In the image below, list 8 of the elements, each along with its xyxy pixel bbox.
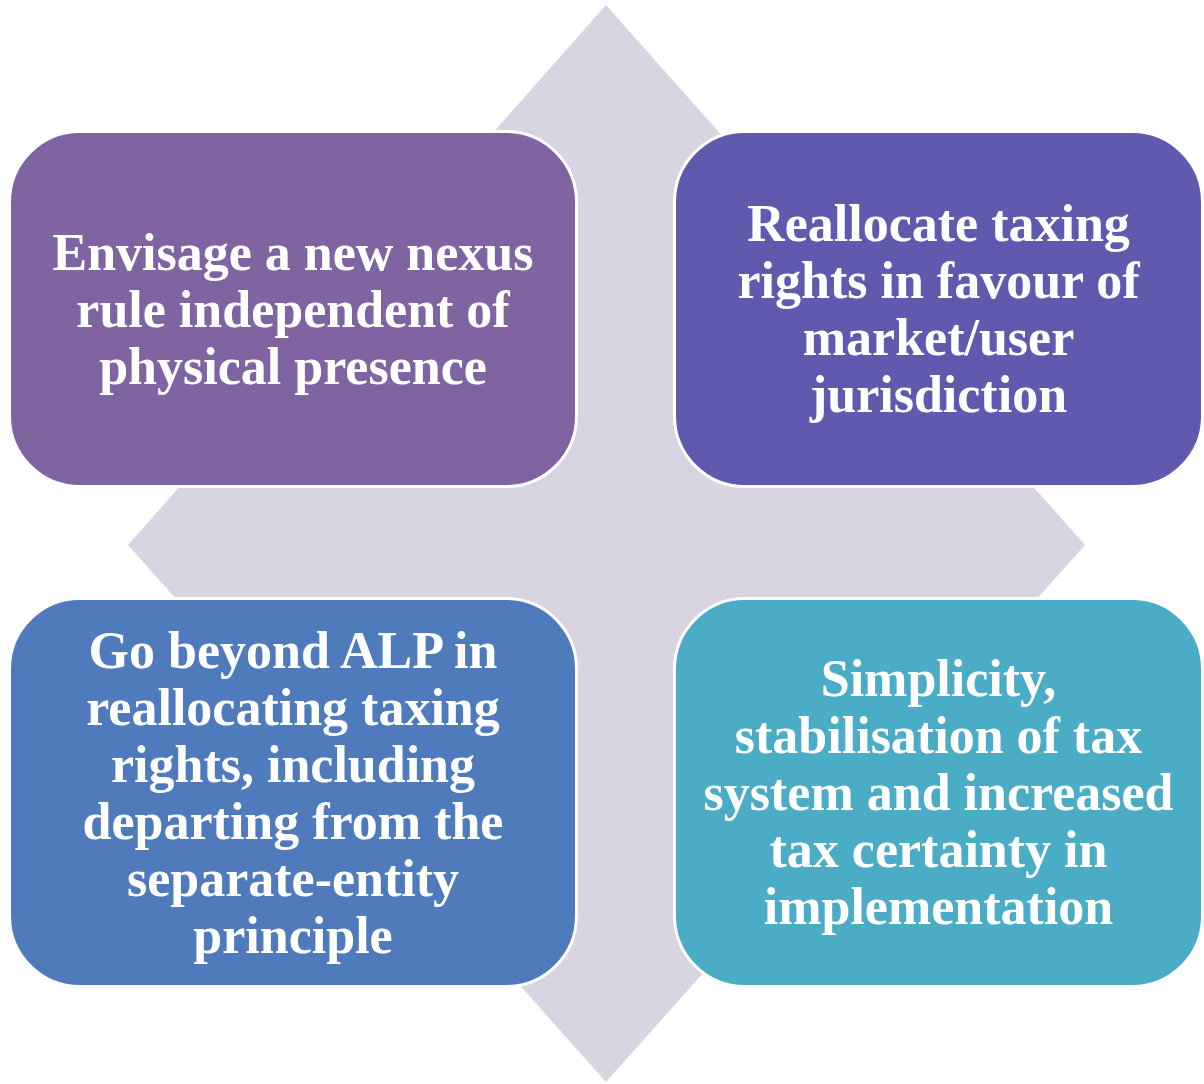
box-text: Simplicity, stabilisation of tax system and increased tax certainty in implementation [702, 650, 1175, 935]
rounded-box [673, 597, 1204, 988]
rounded-box [8, 130, 578, 488]
box-text: Reallocate taxing rights in favour of market/user jurisdiction [736, 195, 1141, 423]
box-text: Envisage a new nexus rule independent of physical presence [51, 223, 535, 395]
rounded-box [8, 597, 578, 988]
rounded-box [673, 130, 1204, 488]
box-text: Go beyond ALP in reallocating taxing rights, including departing from the separate-entity principle [81, 621, 505, 964]
